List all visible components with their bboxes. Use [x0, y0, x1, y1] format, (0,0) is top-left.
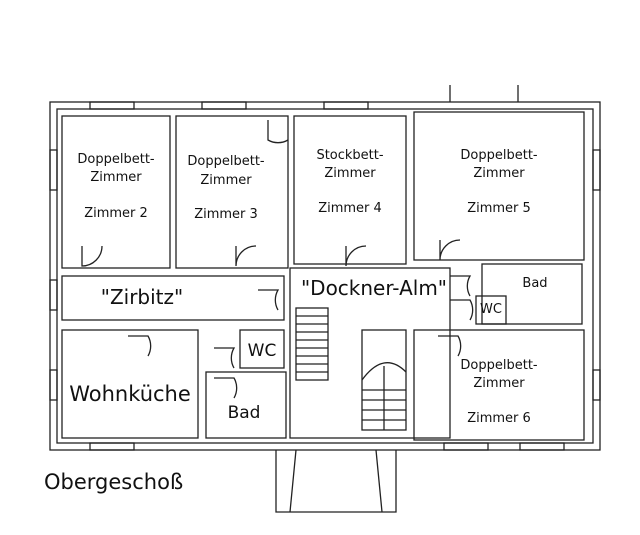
area-label-zirbitz: "Zirbitz"	[100, 285, 184, 309]
room-zimmer-5	[413, 111, 585, 261]
room-type-label: Zimmer	[473, 376, 525, 391]
room-wohnkueche	[61, 329, 199, 439]
room-name-label: Zimmer 2	[84, 206, 148, 221]
room-label-wohnkueche: Wohnküche	[69, 382, 191, 406]
room-type-label: Doppelbett-	[460, 358, 538, 373]
room-zimmer-3	[175, 115, 289, 269]
room-name-label: Zimmer 4	[318, 201, 382, 216]
room-zimmer-4	[293, 115, 407, 265]
room-wc-right	[475, 295, 507, 325]
room-type-label: Zimmer	[324, 166, 376, 181]
staircase-straight	[295, 307, 329, 381]
entrance-canopy	[275, 450, 397, 513]
area-label-dockner-alm: "Dockner-Alm"	[300, 276, 448, 300]
room-wc-left	[239, 329, 285, 369]
room-name-label: Zimmer 5	[467, 201, 531, 216]
room-label-bad-right: Bad	[522, 276, 548, 291]
room-label-bad-left: Bad	[227, 403, 261, 423]
room-type-label: Stockbett-	[316, 148, 384, 163]
room-bad-left	[205, 371, 287, 439]
area-dockner-alm	[289, 267, 451, 439]
room-name-label: Zimmer 6	[467, 411, 531, 426]
room-type-label: Doppelbett-	[460, 148, 538, 163]
room-type-label: Zimmer	[200, 173, 252, 188]
floor-title: Obergeschoß	[44, 470, 184, 494]
room-name-label: Zimmer 3	[194, 207, 258, 222]
room-zimmer-6	[413, 329, 585, 441]
room-type-label: Doppelbett-	[187, 154, 265, 169]
room-zimmer-2	[61, 115, 171, 269]
room-type-label: Zimmer	[473, 166, 525, 181]
room-label-wc-right: WC	[480, 302, 502, 317]
room-bad-right	[481, 263, 583, 325]
area-zirbitz	[61, 275, 285, 321]
room-type-label: Doppelbett-	[77, 152, 155, 167]
room-type-label: Zimmer	[90, 170, 142, 185]
room-label-wc-left: WC	[247, 341, 277, 361]
